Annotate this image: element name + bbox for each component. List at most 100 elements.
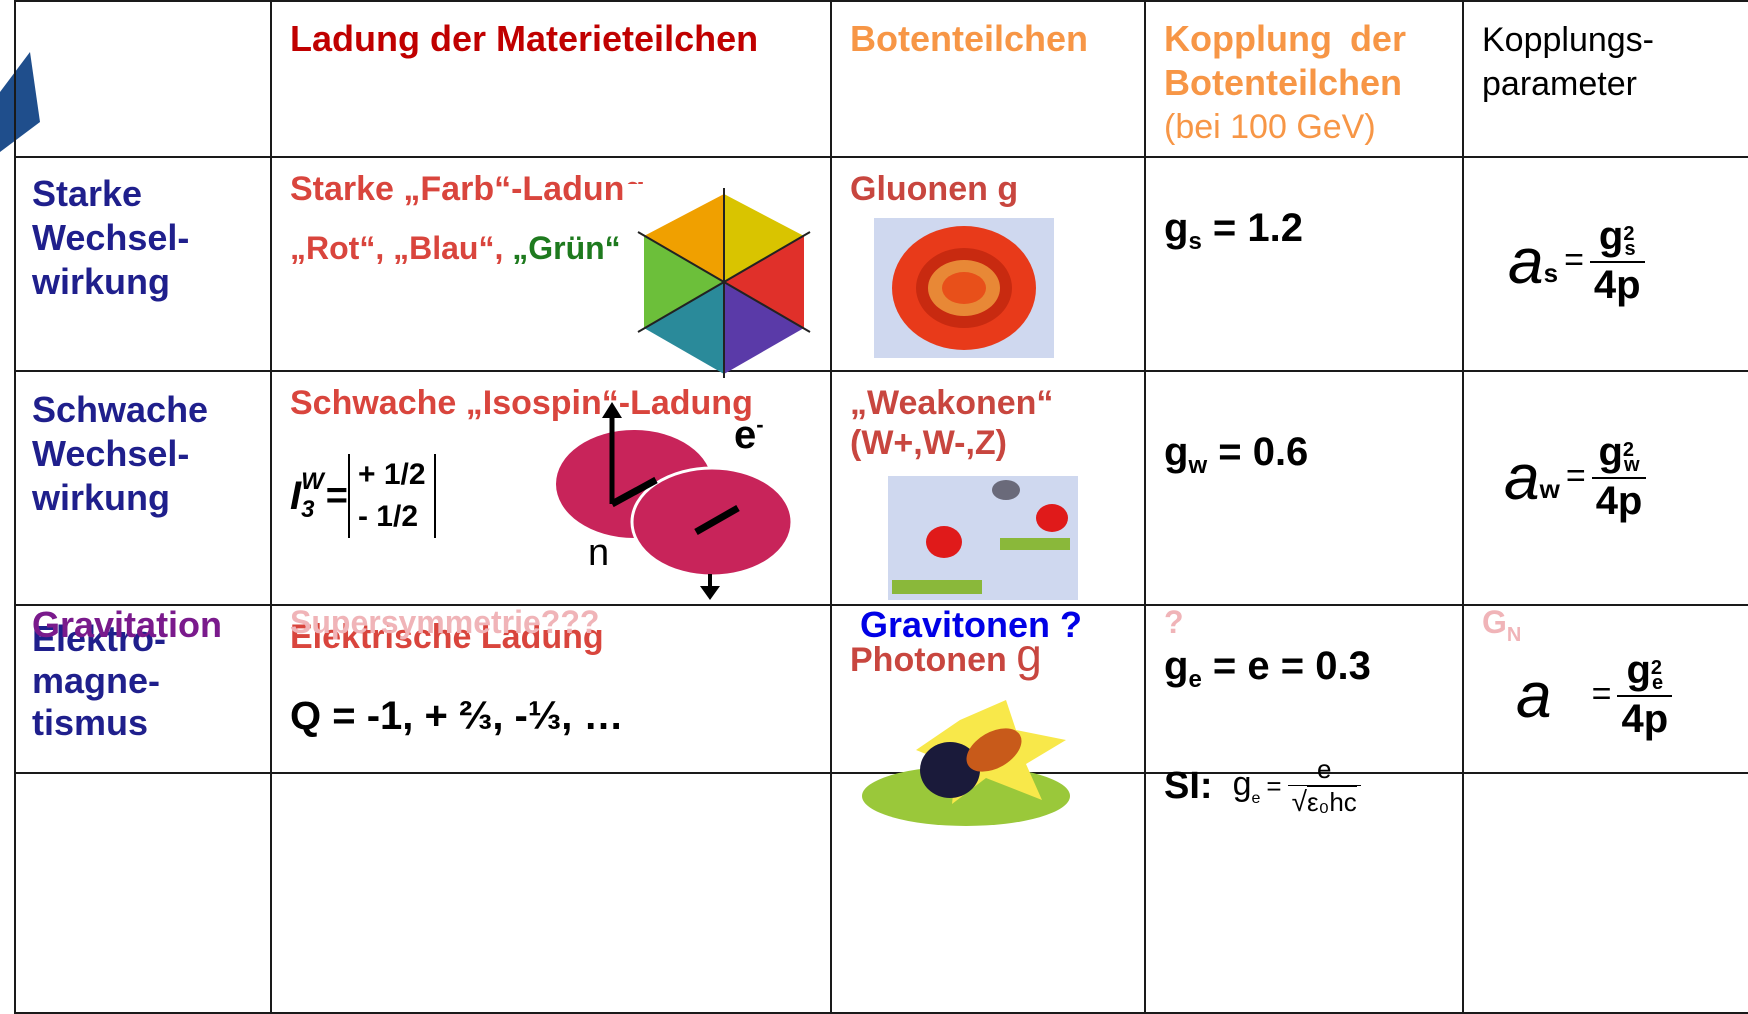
weak-force-line2: Wechsel- (32, 433, 190, 474)
em-coupling-cell: ge = e = 0.3 (1144, 604, 1464, 774)
weak-boson-line1: „Weakonen“ (850, 384, 1054, 422)
alpha-symbol: a (1504, 440, 1540, 513)
electron-label: e- (734, 412, 764, 457)
weak-param-cell: a w = g2w 4p (1462, 370, 1748, 606)
gravity-param-cell: GN (1462, 604, 1748, 1014)
gravity-param-value: GN (1482, 604, 1522, 646)
photon-image (862, 700, 1070, 826)
equals-sign: = (1565, 457, 1586, 496)
header-empty-cell (14, 0, 272, 158)
spin-diagram-icon (556, 402, 794, 600)
weak-coupling-cell: gw = 0.6 (1144, 370, 1464, 606)
em-force-line3: tismus (32, 702, 149, 743)
strong-force-line2: Wechsel- (32, 217, 190, 258)
equals-sign: = (1564, 241, 1584, 280)
alpha-symbol: a (1508, 224, 1544, 297)
strong-force-cell: Starke Wechsel- wirkung (14, 156, 272, 372)
strong-force-line1: Starke (32, 173, 143, 214)
gluon-image (874, 218, 1054, 358)
em-force-cell: Elektro- magne- tismus (14, 604, 272, 774)
strong-param-formula: a s = g2s 4p (1508, 214, 1645, 308)
strong-param-fraction: g2s 4p (1589, 214, 1645, 308)
gravity-charge-cell: Supersymmetrie??? (270, 604, 832, 1014)
weakon-image (888, 476, 1078, 600)
em-coupling-value: ge = e = 0.3 (1164, 644, 1371, 693)
header-row: Ladung der Materieteilchen Botenteilchen… (14, 0, 1748, 158)
weak-coupling-value: gw = 0.6 (1164, 430, 1309, 479)
em-charge-cell: Elektrische Ladung Q = -1, + ⅔, -⅓, … (270, 604, 832, 774)
weak-force-line3: wirkung (32, 477, 171, 518)
em-param-formula: a = g2e 4p (1516, 648, 1673, 742)
color-red-label: „Rot“, (290, 230, 394, 266)
equals-sign: = (1591, 675, 1612, 714)
neutrino-label: n (588, 532, 610, 574)
header-charge: Ladung der Materieteilchen (290, 18, 759, 59)
em-force-line2: magne- (32, 660, 161, 701)
si-label: SI: (1164, 764, 1213, 807)
gravity-boson-label: Gravitonen ? (860, 604, 1083, 645)
isospin-vector: + 1/2 - 1/2 (347, 454, 436, 538)
weak-param-formula: a w = g2w 4p (1504, 430, 1647, 524)
si-formula: SI: ge = e √ε₀hc (1164, 754, 1361, 818)
em-charge-title: Elektrische Ladung (290, 618, 604, 656)
em-row: Elektro- magne- tismus Elektrische Ladun… (14, 604, 1748, 774)
gravity-force-label: Gravitation (32, 604, 223, 645)
strong-force-line3: wirkung (32, 261, 171, 302)
header-param-line1: Kopplungs- (1482, 21, 1655, 59)
weak-charge-title: Schwache „Isospin“-Ladung (290, 384, 753, 422)
em-param-fraction: g2e 4p (1617, 648, 1673, 742)
si-fraction: e √ε₀hc (1287, 754, 1361, 818)
header-bosons-cell: Botenteilchen (830, 0, 1146, 158)
strong-coupling-value: gs = 1.2 (1164, 206, 1303, 255)
weak-boson-line2: (W+,W-,Z) (850, 424, 1007, 462)
strong-charge-title: Starke „Farb“-Ladung (290, 170, 646, 208)
alpha-sub: s (1543, 258, 1559, 289)
sqrt-icon: √ (1291, 786, 1307, 817)
si-lhs: ge (1232, 764, 1261, 807)
gravity-coupling-value: ? (1164, 604, 1184, 640)
strong-boson-cell: Gluonen g (830, 156, 1146, 372)
strong-charge-colors: „Rot“, „Blau“, „Grün“ (290, 230, 621, 267)
header-coupling-line1: Kopplung der (1164, 18, 1406, 59)
header-param-cell: Kopplungs- parameter (1462, 0, 1748, 158)
alpha-sub: w (1539, 474, 1560, 505)
em-force-label: Elektro- magne- tismus (32, 618, 166, 744)
si-equals: = (1266, 770, 1282, 801)
gravity-row: Gravitation Supersymmetrie??? Gravitonen… (14, 604, 1748, 1014)
header-coupling-cell: Kopplung der Botenteilchen (bei 100 GeV) (1144, 0, 1464, 158)
em-charge-values: Q = -1, + ⅔, -⅓, … (290, 694, 624, 738)
header-param-line2: parameter (1482, 65, 1637, 103)
header-coupling-line2: Botenteilchen (1164, 62, 1403, 103)
color-hexagon-icon (624, 184, 811, 378)
isospin-indices: W 3 (301, 468, 324, 523)
weak-charge-cell: Schwache „Isospin“-Ladung I W 3 = + 1/2 … (270, 370, 832, 606)
weak-row: Schwache Wechsel- wirkung Schwache „Isos… (14, 370, 1748, 606)
weak-boson-cell: „Weakonen“ (W+,W-,Z) (830, 370, 1146, 606)
weak-force-label: Schwache Wechsel- wirkung (32, 388, 208, 520)
strong-param-cell: a s = g2s 4p (1462, 156, 1748, 372)
gravity-force-cell: Gravitation (14, 604, 272, 1014)
em-force-line1: Elektro- (32, 618, 167, 659)
weak-force-cell: Schwache Wechsel- wirkung (14, 370, 272, 606)
gravity-coupling-cell: ? (1144, 604, 1464, 1014)
em-param-cell: a = g2e 4p (1462, 604, 1748, 774)
alpha-symbol: a (1516, 658, 1552, 731)
em-boson-label: Photonen g (850, 629, 1042, 681)
strong-row: Starke Wechsel- wirkung Starke „Farb“-La… (14, 156, 1748, 378)
weak-force-line1: Schwache (32, 389, 209, 430)
weak-param-fraction: g2w 4p (1591, 430, 1647, 524)
header-coupling-note: (bei 100 GeV) (1164, 108, 1376, 146)
interaction-table: Ladung der Materieteilchen Botenteilchen… (14, 0, 1748, 1014)
color-blue-label: „Blau“, (393, 230, 513, 266)
gravity-charge-title: Supersymmetrie??? (290, 604, 600, 640)
isospin-equals: = (325, 474, 348, 517)
header-bosons: Botenteilchen (850, 18, 1089, 59)
strong-coupling-cell: gs = 1.2 (1144, 156, 1464, 372)
isospin-symbol: I (290, 473, 302, 518)
isospin-formula: I W 3 = + 1/2 - 1/2 (290, 454, 436, 538)
strong-force-label: Starke Wechsel- wirkung (32, 172, 189, 304)
header-charge-cell: Ladung der Materieteilchen (270, 0, 832, 158)
strong-boson-label: Gluonen g (850, 170, 1019, 208)
strong-charge-cell: Starke „Farb“-Ladung „Rot“, „Blau“, „Grü… (270, 156, 832, 378)
color-green-label: „Grün“ (512, 230, 621, 266)
